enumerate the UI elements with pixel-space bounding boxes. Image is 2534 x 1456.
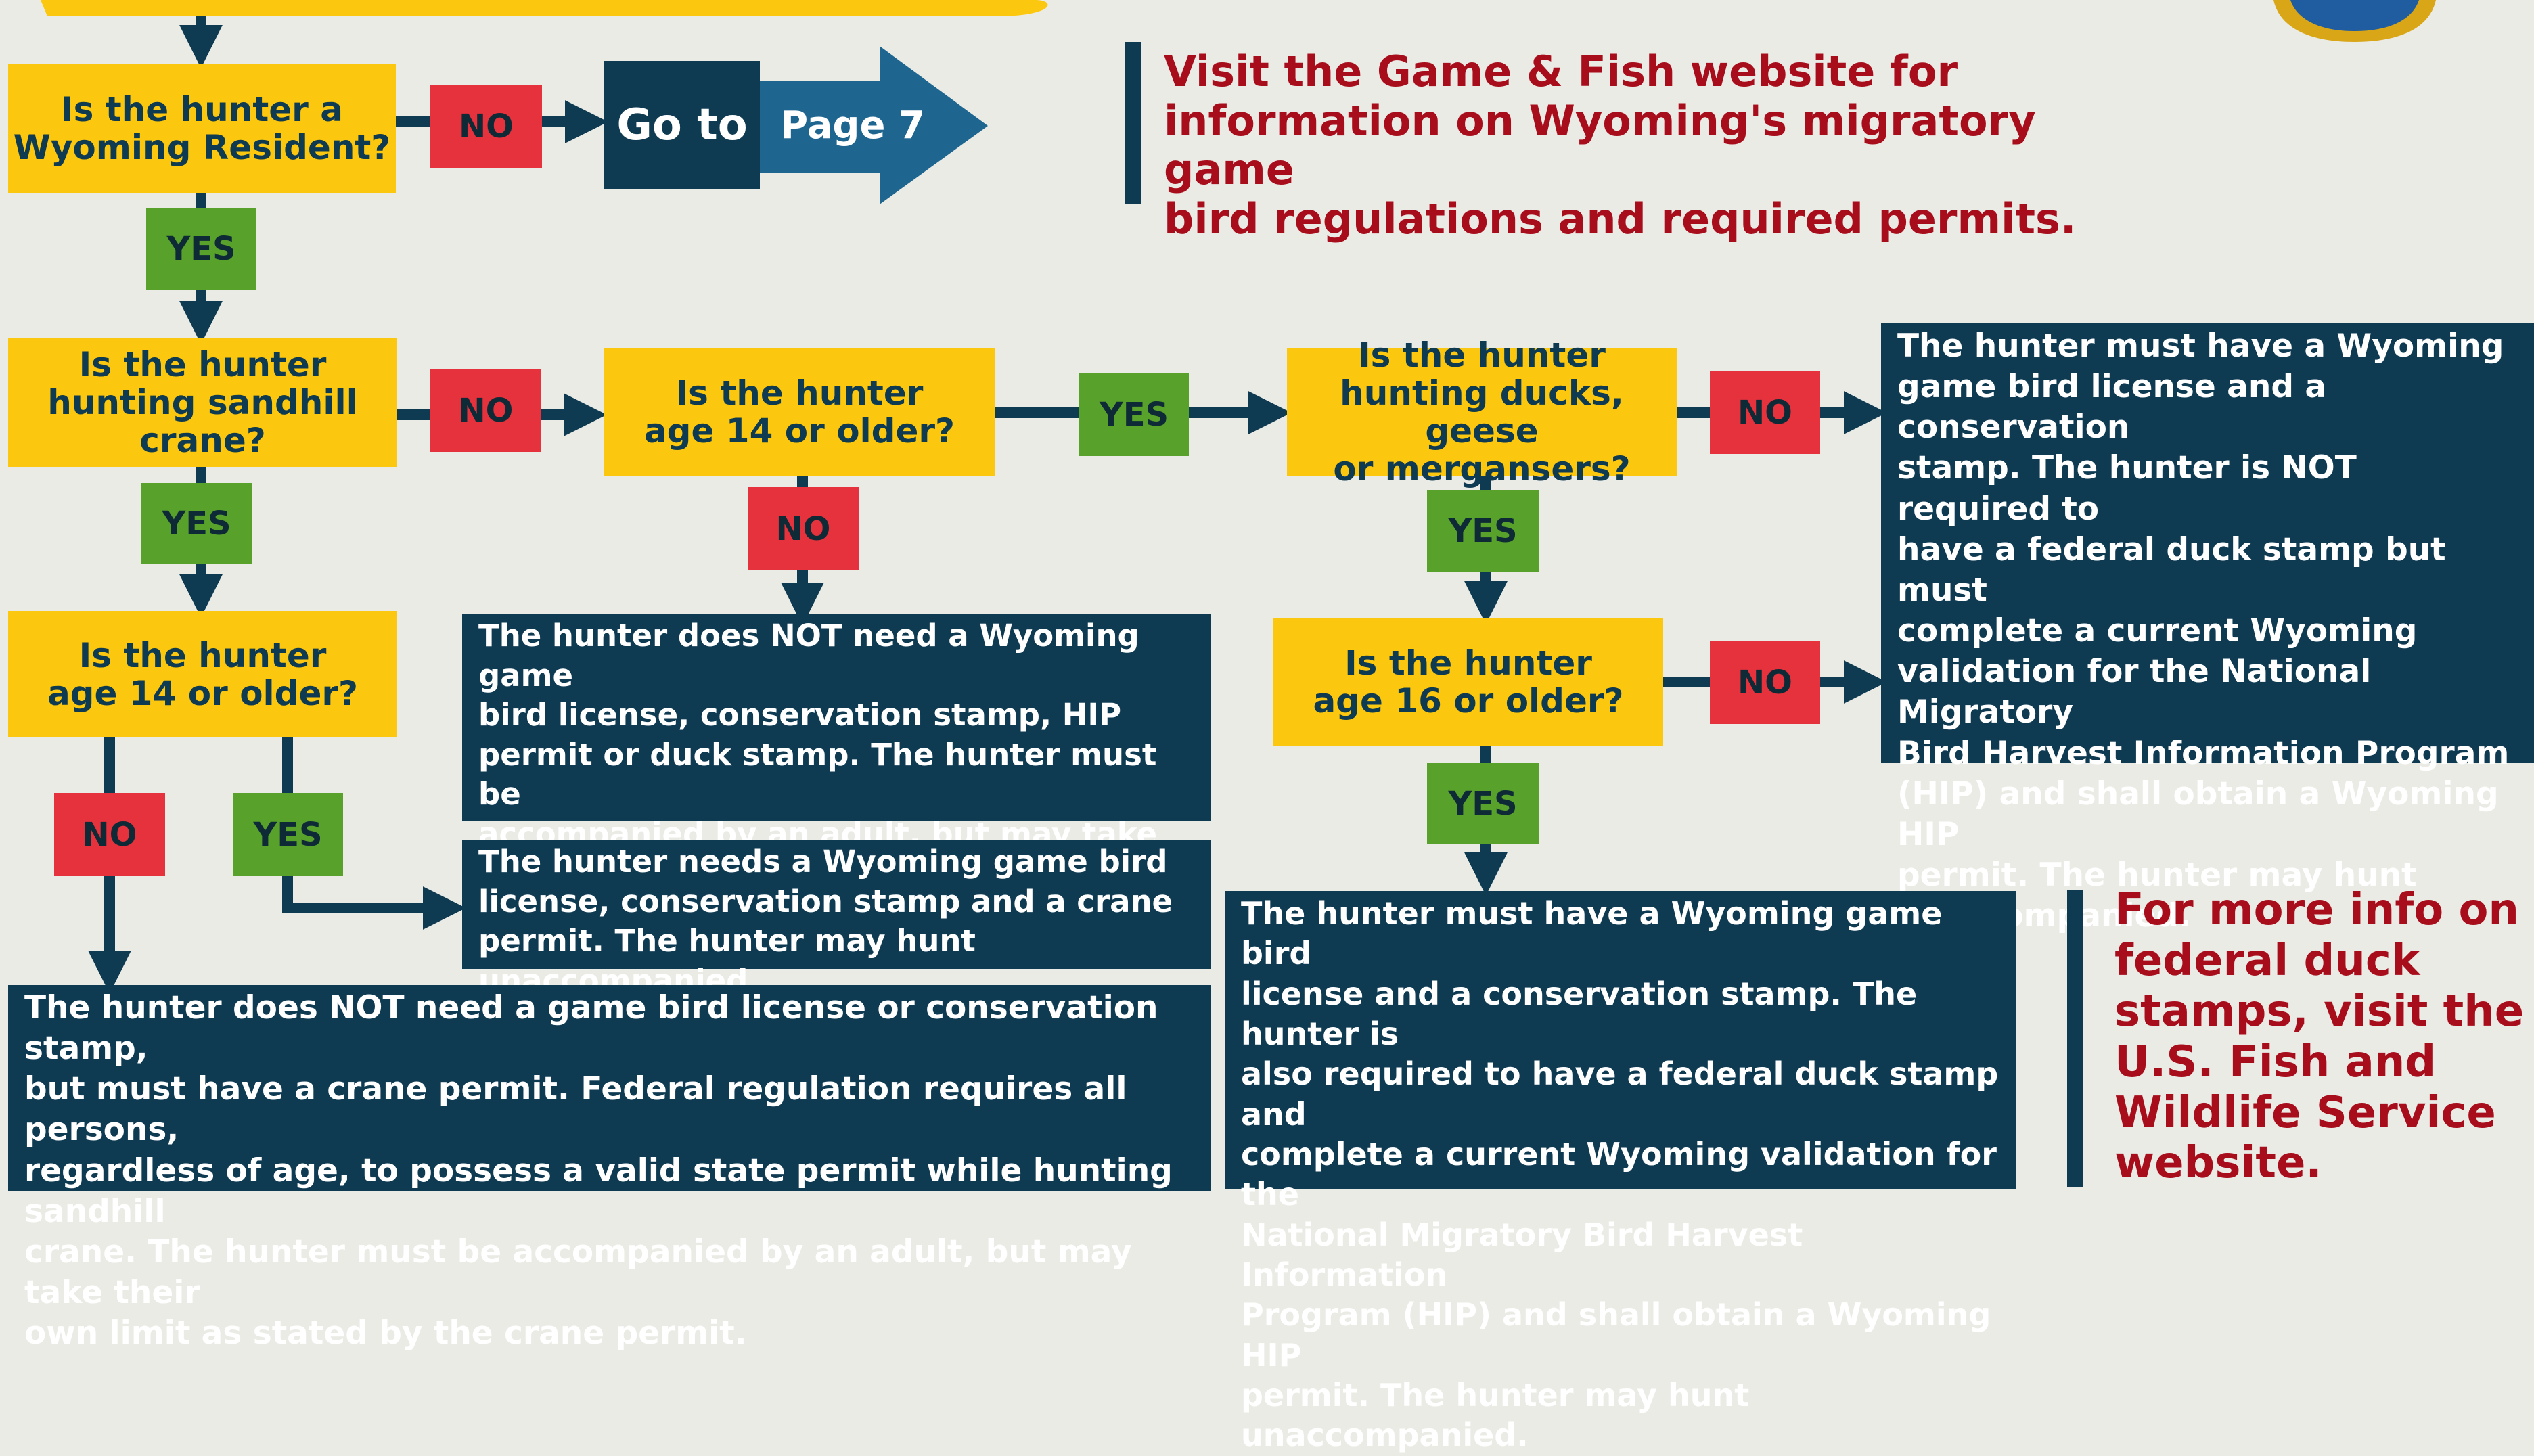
question-resident: Is the hunter a Wyoming Resident? bbox=[8, 64, 396, 193]
badge-logo bbox=[2273, 0, 2436, 42]
no-label: NO bbox=[1710, 371, 1820, 454]
yes-label: YES bbox=[141, 483, 252, 564]
question-ducks-geese: Is the hunter hunting ducks, geese or me… bbox=[1287, 336, 1677, 488]
yes-label: YES bbox=[1079, 373, 1189, 456]
goto-arrow-icon bbox=[744, 46, 988, 204]
answer-crane-under14: The hunter does NOT need a game bird lic… bbox=[8, 985, 1211, 1352]
goto-banner bbox=[604, 61, 760, 189]
federal-duck-stamp-info[interactable]: For more info on federal duck stamps, vi… bbox=[2114, 885, 2525, 1189]
yes-label: YES bbox=[1427, 763, 1539, 844]
header-band bbox=[41, 0, 1048, 16]
no-label: NO bbox=[430, 369, 541, 452]
no-label: NO bbox=[1710, 641, 1820, 724]
question-age14-crane: Is the hunter age 14 or older? bbox=[8, 611, 397, 737]
question-age16: Is the hunter age 16 or older? bbox=[1273, 618, 1663, 746]
no-label: NO bbox=[748, 487, 859, 570]
question-age14-general: Is the hunter age 14 or older? bbox=[604, 348, 995, 476]
game-fish-website-info[interactable]: Visit the Game & Fish website for inform… bbox=[1164, 47, 2077, 244]
yes-label: YES bbox=[233, 793, 343, 876]
info-accent-bar bbox=[2067, 890, 2083, 1187]
answer-ducks-16plus: The hunter must have a Wyoming game bird… bbox=[1225, 891, 2016, 1453]
answer-ducks-no-or-under16: The hunter must have a Wyoming game bird… bbox=[1881, 323, 2534, 934]
question-sandhill-crane: Is the hunter hunting sandhill crane? bbox=[8, 338, 397, 467]
no-label: NO bbox=[430, 85, 542, 168]
yes-label: YES bbox=[146, 208, 256, 290]
arrow-icon bbox=[282, 876, 466, 930]
yes-label: YES bbox=[1427, 490, 1539, 572]
answer-crane-14plus: The hunter needs a Wyoming game bird lic… bbox=[462, 840, 1211, 999]
no-label: NO bbox=[54, 793, 165, 876]
goto-page-link[interactable]: Page 7 bbox=[780, 103, 925, 147]
info-accent-bar bbox=[1125, 42, 1141, 204]
goto-prefix: Go to bbox=[616, 100, 748, 150]
flow-connectors bbox=[41, 0, 2436, 994]
answer-under14-general: The hunter does NOT need a Wyoming game … bbox=[462, 614, 1211, 931]
